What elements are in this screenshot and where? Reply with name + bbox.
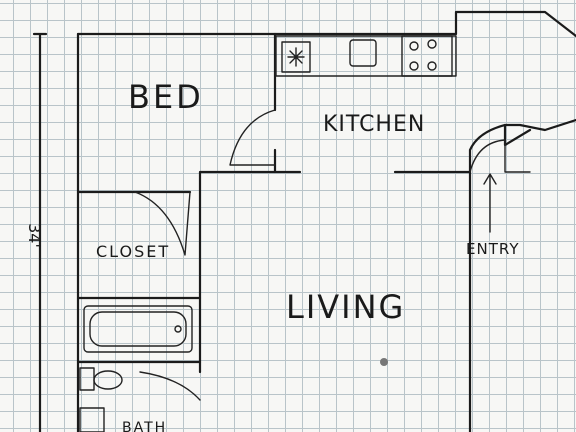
east-wall — [503, 123, 532, 147]
kitchen-room-label: KITCHEN — [323, 112, 426, 137]
toilet-tank — [79, 367, 95, 391]
burner-icon — [409, 61, 419, 71]
burner-icon — [409, 41, 419, 51]
stove — [401, 35, 453, 77]
bath-room-label: BATH — [122, 420, 168, 432]
sink-vanity — [79, 407, 105, 432]
exterior-wall-north — [76, 10, 576, 38]
bathtub-basin — [89, 311, 187, 347]
living-room-label: LIVING — [286, 288, 406, 326]
closet-living-wall — [198, 170, 472, 374]
refrigerator — [281, 41, 311, 73]
bath-door-swing — [139, 371, 201, 401]
entry-label: ENTRY — [466, 240, 520, 258]
dimension-line — [32, 32, 48, 432]
entry-arrow-icon — [483, 173, 497, 233]
entry-door-swing — [469, 139, 531, 173]
toilet-bowl — [93, 370, 123, 390]
closet-room-label: CLOSET — [96, 242, 171, 261]
dimension-label: 34' — [24, 223, 44, 248]
sink — [349, 39, 377, 67]
kitchen-counter — [275, 35, 457, 77]
bathtub — [83, 305, 193, 353]
bed-room-label: BED — [128, 78, 204, 116]
tub-drain-icon — [174, 325, 182, 333]
pencil-smudge — [380, 358, 388, 366]
burner-icon — [427, 39, 437, 49]
entry-wall — [468, 118, 576, 432]
fridge-star-icon — [287, 47, 305, 67]
bedroom-door-swing — [229, 109, 276, 166]
closet-door-swing — [134, 191, 191, 256]
burner-icon — [427, 61, 437, 71]
